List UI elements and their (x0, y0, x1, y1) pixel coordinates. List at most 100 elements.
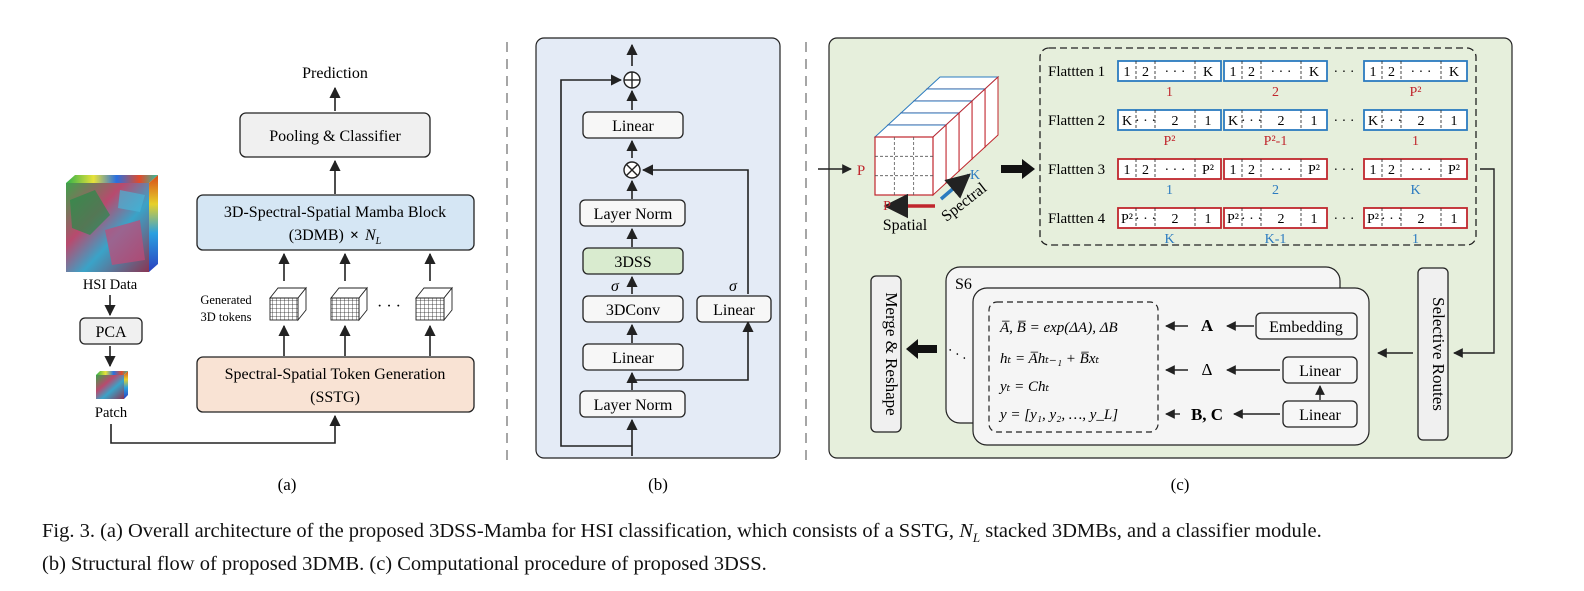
flatten-cell: 1 (1370, 163, 1377, 178)
flatten-cell: 2 (1142, 163, 1149, 178)
flatten-group-index: K-1 (1265, 232, 1287, 247)
flatten-cell: P² (1202, 163, 1214, 178)
flatten-group-index: 1 (1412, 232, 1419, 247)
flatten-row-ellipsis: · · · (1334, 212, 1355, 227)
dss-label: 3DSS (614, 254, 651, 271)
equation-box (988, 301, 1159, 433)
k-axis-label: K (970, 168, 980, 183)
sstg-line1: Spectral-Spatial Token Generation (225, 366, 446, 383)
flatten-cell: 1 (1230, 65, 1237, 80)
pca-box (79, 317, 143, 345)
caption-line-1: Fig. 3. (a) Overall architecture of the … (42, 520, 1322, 546)
flatten-cell: 2 (1418, 114, 1425, 129)
embedding-label: Embedding (1269, 319, 1343, 336)
hsi-data-label: HSI Data (83, 277, 138, 293)
p-input-label: P (857, 163, 865, 179)
flatten-group-index: 1 (1166, 85, 1173, 100)
flatten-cell: 2 (1172, 114, 1179, 129)
spectral-arrow (939, 173, 971, 201)
flatten-cell: · · · (1381, 212, 1402, 227)
flatten-group-index: P² (1410, 85, 1422, 100)
hsi-data-cube-image (66, 175, 158, 272)
cube-slice (873, 123, 948, 197)
mamba-block-line1: 3D-Spectral-Spatial Mamba Block (224, 204, 446, 221)
p-axis-label: P (883, 199, 891, 214)
flatten-cell: P² (1227, 212, 1239, 227)
layer-norm-top-label: Layer Norm (594, 206, 673, 223)
selective-routes-box (1417, 267, 1449, 441)
to-merge-arrow (906, 339, 937, 359)
panel-b: Linear Layer Norm 3DSS σ 3DConv Linear L… (535, 37, 781, 494)
layer-norm-top-box (579, 199, 686, 227)
flatten-cell: P² (1367, 212, 1379, 227)
pca-label: PCA (95, 324, 127, 341)
flatten-cell: 2 (1278, 114, 1285, 129)
flatten-cell: 2 (1142, 65, 1149, 80)
equation-2: hₜ = A̅hₜ₋₁ + B̅xₜ (1000, 351, 1099, 367)
flatten-cell: · · · (1411, 65, 1432, 80)
linear-side-box (696, 295, 772, 323)
sigma-side: σ (729, 278, 738, 295)
flatten-cell: · · · (1271, 65, 1292, 80)
flatten-row-ellipsis: · · · (1334, 163, 1355, 178)
flatten-cell: P² (1121, 212, 1133, 227)
flatten-cell: K (1122, 114, 1132, 129)
flatten-row-label: Flattten 2 (1048, 113, 1105, 129)
flatten-cell: · · · (1241, 114, 1262, 129)
flatten-cell: 1 (1311, 114, 1318, 129)
flatten-cell: 1 (1451, 114, 1458, 129)
flatten-cell: · · · (1271, 163, 1292, 178)
flatten-cell: · · · (1411, 163, 1432, 178)
flatten-cell: K (1228, 114, 1238, 129)
pooling-classifier-label: Pooling & Classifier (269, 128, 401, 145)
flatten-row-label: Flattten 1 (1048, 64, 1105, 80)
flatten-cell: 2 (1172, 212, 1179, 227)
linear-1-label: Linear (1299, 363, 1341, 380)
symbol-delta: Δ (1202, 360, 1213, 379)
panel-c-label: (c) (1171, 475, 1190, 494)
flatten-cell: 2 (1248, 163, 1255, 178)
to-flatten-arrow (1001, 159, 1035, 179)
flatten-cell: 1 (1230, 163, 1237, 178)
spectral-spatial-cube-stack (873, 75, 1000, 197)
flatten-cell: 2 (1278, 212, 1285, 227)
flatten-cell: · · · (1241, 212, 1262, 227)
flatten-cell: P² (1308, 163, 1320, 178)
equation-4: y = [y₁, y₂, …, y_L] (998, 407, 1118, 423)
mamba-block-box (196, 194, 475, 251)
flatten-group-box (1039, 47, 1477, 246)
flatten-group-index: 2 (1272, 183, 1279, 198)
patch-label: Patch (95, 405, 128, 421)
merge-reshape-box (870, 275, 902, 433)
linear-bottom-label: Linear (612, 350, 654, 367)
prediction-label: Prediction (302, 65, 368, 82)
flatten-cell: · · · (1135, 212, 1156, 227)
equation-3: yₜ = Chₜ (998, 379, 1049, 395)
flatten-cell: 2 (1388, 163, 1395, 178)
panel-b-label: (b) (648, 475, 668, 494)
flatten-cell: 1 (1124, 163, 1131, 178)
flatten-row-ellipsis: · · · (1334, 114, 1355, 129)
flatten-cell: 1 (1205, 212, 1212, 227)
tokens-ellipsis: · · · (377, 298, 401, 315)
selective-routes-label: Selective Routes (1429, 297, 1448, 411)
token-cube-2 (330, 286, 368, 322)
flatten-cell: · · · (1381, 114, 1402, 129)
linear-1-box (1282, 356, 1358, 384)
conv-box (582, 295, 684, 323)
figure-diagram: Prediction Pooling & Classifier 3D-Spect… (66, 37, 1513, 494)
linear-top-label: Linear (612, 118, 654, 135)
flatten-cell: 2 (1388, 65, 1395, 80)
token-cube-3 (415, 286, 453, 322)
caption-line-2: (b) Structural flow of proposed 3DMB. (c… (42, 553, 767, 576)
generated-tokens-line2: 3D tokens (200, 310, 251, 324)
flatten-cell: 1 (1370, 65, 1377, 80)
flatten-cell: 1 (1451, 212, 1458, 227)
flatten-row-label: Flattten 4 (1048, 211, 1106, 227)
sstg-box (196, 356, 475, 413)
